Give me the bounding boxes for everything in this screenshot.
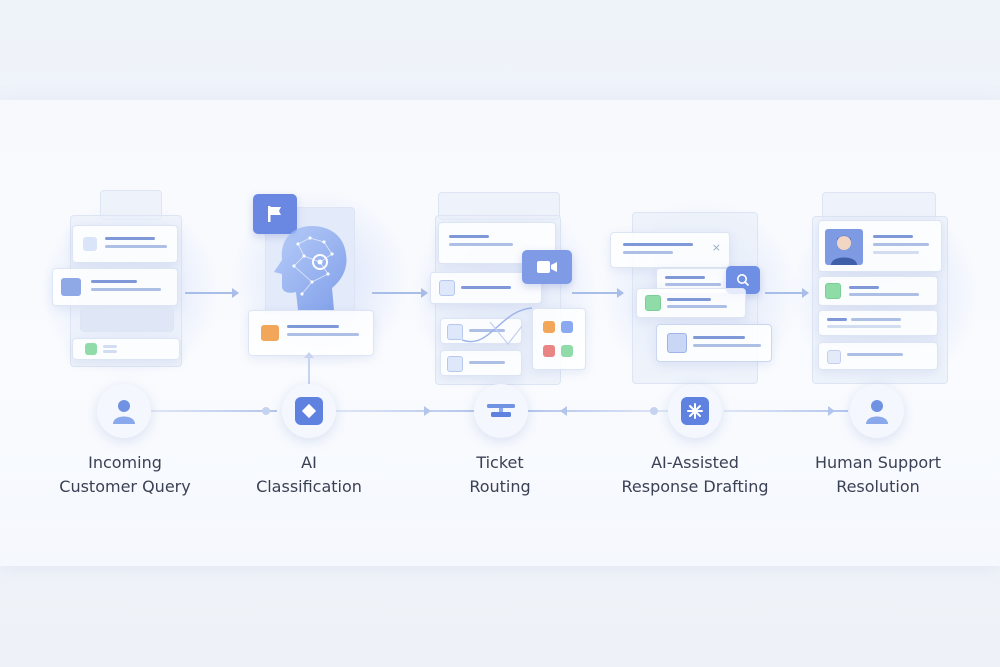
stage-label-line: Classification [256,477,362,496]
stage-node-2[interactable] [282,384,336,438]
ticket-card [440,350,522,376]
stage-label-line: Incoming [88,453,162,472]
stage-label-line: AI [301,453,317,472]
user-icon [113,400,135,424]
resolution-card [818,276,938,306]
flow-arrow [185,288,239,298]
classification-card [248,310,374,356]
sparkle-icon [681,397,709,425]
flow-arrow [372,288,428,298]
resolution-card [818,342,938,370]
stage-label-line: Ticket [476,453,524,472]
message-card [72,225,178,263]
routing-icon [487,404,515,417]
video-icon [522,250,572,284]
ai-head-icon [274,226,347,310]
stage-label-line: Resolution [836,477,920,496]
stage-label-3: Ticket Routing [405,451,595,499]
stage-node-1[interactable] [97,384,151,438]
user-icon [866,400,888,424]
stage-label-line: Routing [469,477,531,496]
stage-label-line: Human Support [814,453,942,472]
draft-card: × [610,232,730,268]
stage-label-line: AI-Assisted [651,453,739,472]
stage-label-line: Customer Query [59,477,191,496]
stage-node-4[interactable] [668,384,722,438]
message-card [52,268,178,306]
stage-label-4: AI-Assisted Response Drafting [600,451,790,499]
diamond-icon [295,397,323,425]
draft-card [636,288,746,318]
stage-node-5[interactable] [850,384,904,438]
message-card [72,338,180,360]
flag-icon [253,194,297,234]
stage-label-1: Incoming Customer Query [30,451,220,499]
flow-arrow [765,288,809,298]
stage-label-5: Human Support Resolution [783,451,973,499]
flow-arrow [572,288,624,298]
profile-card [818,220,942,272]
draft-card [656,324,772,362]
agent-avatar-icon [825,229,863,265]
stage-label-line: Response Drafting [621,477,769,496]
stage-label-2: AI Classification [214,451,404,499]
category-grid [532,308,586,370]
stage-node-3[interactable] [474,384,528,438]
resolution-card [818,310,938,336]
routing-lines [461,307,533,345]
